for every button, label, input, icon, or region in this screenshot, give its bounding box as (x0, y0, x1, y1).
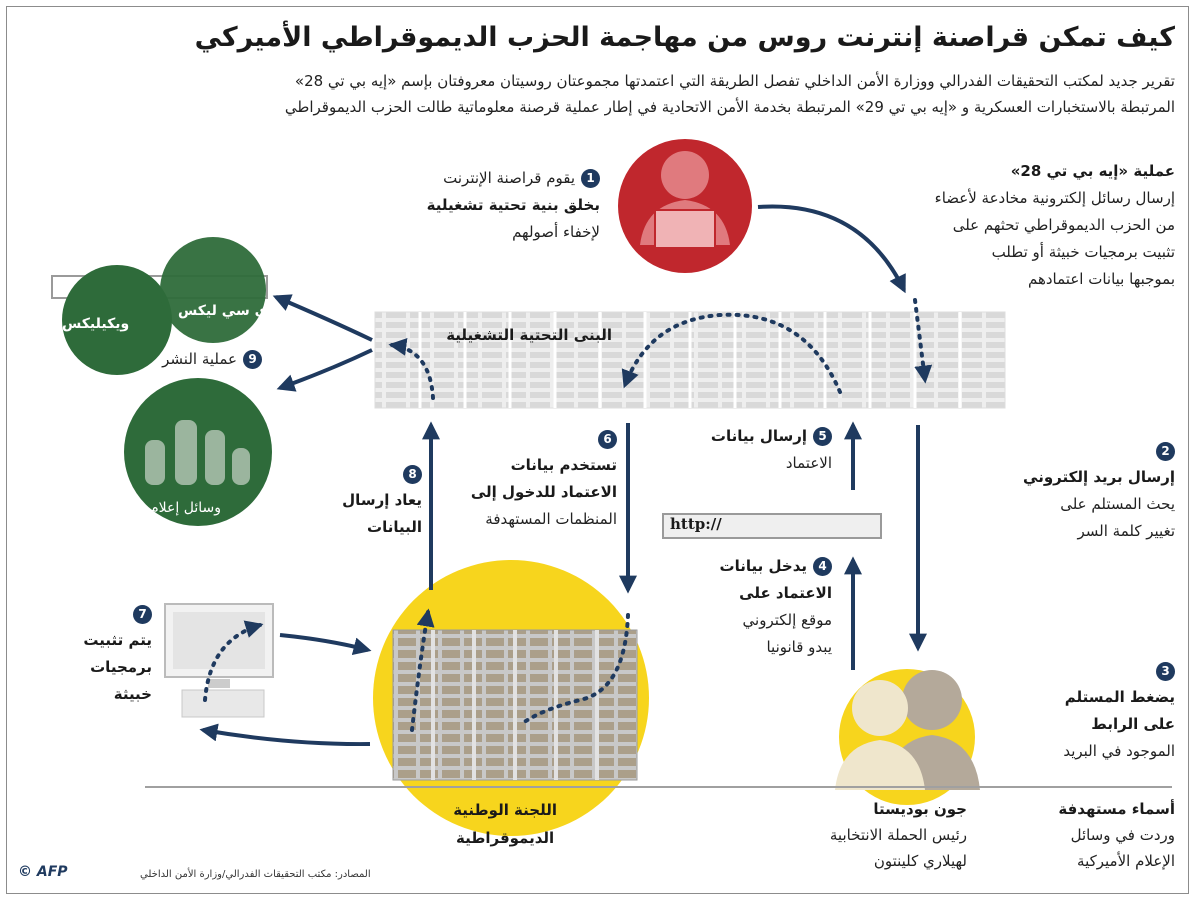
step-2-line: يحث المستلم على (1060, 495, 1175, 513)
step-3-line: الموجود في البريد (1063, 742, 1175, 760)
apt28-block: عملية «إيه بي تي 28» إرسال رسائل إلكترون… (935, 158, 1175, 293)
step-6-heading: تستخدم بيانات (510, 456, 617, 474)
infrastructure-servers (374, 311, 1006, 409)
targets-label: أسماء مستهدفة وردت في وسائل الإعلام الأم… (1058, 796, 1175, 874)
leak-sites-icon (51, 237, 268, 375)
step-number: 2 (1156, 442, 1175, 461)
step-number: 7 (133, 605, 152, 624)
step-7: 7 يتم تثبيت برمجيات خبيثة (83, 600, 152, 708)
step-4: 4يدخل بيانات الاعتماد على موقع إلكتروني … (720, 552, 832, 661)
dnc-label: اللجنة الوطنية الديموقراطية (453, 796, 557, 852)
step-number: 5 (813, 427, 832, 446)
page-title: كيف تمكن قراصنة إنترنت روس من مهاجمة الح… (194, 22, 1175, 53)
media-label: وسائل إعلام (150, 500, 221, 516)
step-1-line: لإخفاء أصولهم (512, 223, 600, 241)
apt28-line: تثبيت برمجيات خبيثة أو تطلب (991, 243, 1175, 261)
subtitle-line-1: تقرير جديد لمكتب التحقيقات الفدرالي ووزا… (294, 72, 1175, 90)
targets-line: الإعلام الأميركية (1077, 852, 1175, 870)
step-8-line: يعاد إرسال (342, 491, 422, 509)
step-number: 3 (1156, 662, 1175, 681)
dnc-label-line-2: الديموقراطية (456, 829, 555, 847)
hacker-icon (618, 139, 752, 273)
dotted-arrows (203, 298, 933, 732)
podesta-line: لهيلاري كلينتون (873, 852, 967, 870)
step-number: 9 (243, 350, 262, 369)
media-icon (124, 378, 272, 526)
apt28-line: إرسال رسائل إلكترونية مخادعة لأعضاء (934, 189, 1175, 207)
step-5-line: الاعتماد (785, 454, 832, 472)
step-4-heading: يدخل بيانات (719, 557, 807, 575)
step-4-line: يبدو قانونيا (766, 638, 832, 656)
step-7-line: يتم تثبيت (83, 631, 152, 649)
graphic-frame (6, 6, 1189, 894)
dnc-label-line-1: اللجنة الوطنية (453, 801, 557, 819)
step-9-label: عملية النشر (162, 350, 237, 368)
dcleaks-label: دي سي ليكس (178, 303, 275, 319)
computer-icon (164, 603, 274, 718)
step-number: 8 (403, 465, 422, 484)
podesta-icon (835, 669, 980, 805)
step-6: 6 تستخدم بيانات الاعتماد للدخول إلى المن… (471, 425, 617, 533)
step-number: 6 (598, 430, 617, 449)
podesta-label: جون بوديستا رئيس الحملة الانتخابية لهيلا… (830, 796, 967, 874)
step-5-heading: إرسال بيانات (710, 427, 807, 445)
url-text: http:// (670, 515, 722, 533)
step-9: 9 عملية النشر (162, 350, 262, 369)
url-bar (662, 513, 882, 539)
sources-text: المصادر: مكتب التحقيقات الفدرالي/وزارة ا… (140, 869, 371, 880)
step-8-line: البيانات (367, 518, 422, 536)
podesta-line: رئيس الحملة الانتخابية (829, 826, 967, 844)
step-7-line: خبيثة (113, 685, 152, 703)
targets-line: وردت في وسائل (1070, 826, 1175, 844)
step-6-heading-2: الاعتماد للدخول إلى (470, 483, 617, 501)
step-3: 3 يضغط المستلم على الرابط الموجود في الب… (1063, 657, 1175, 765)
step-3-heading: يضغط المستلم (1064, 688, 1175, 706)
step-1-line: بخلق بنية تحتية تشغيلية (426, 196, 600, 214)
step-4-line: موقع إلكتروني (742, 611, 832, 629)
dnc-icon (373, 560, 649, 836)
step-4-heading-2: الاعتماد على (739, 584, 832, 602)
step-2-line: تغيير كلمة السر (1077, 522, 1176, 540)
step-2: 2 إرسال بريد إلكتروني يحث المستلم على تغ… (1023, 437, 1175, 545)
step-1-line: يقوم قراصنة الإنترنت (443, 169, 575, 187)
apt28-heading: عملية «إيه بي تي 28» (1010, 162, 1175, 180)
flow-arrows (199, 204, 927, 747)
step-6-line: المنظمات المستهدفة (485, 510, 617, 528)
step-5: 5 إرسال بيانات الاعتماد (711, 422, 832, 477)
afp-logo: © AFP (18, 864, 68, 880)
step-8: 8 يعاد إرسال البيانات (342, 460, 422, 541)
step-number: 4 (813, 557, 832, 576)
step-2-heading: إرسال بريد إلكتروني (1023, 468, 1175, 486)
step-7-line: برمجيات (90, 658, 152, 676)
step-number: 1 (581, 169, 600, 188)
wikileaks-label: ويكيليكس (62, 316, 130, 332)
targets-heading: أسماء مستهدفة (1058, 800, 1175, 818)
apt28-line: بموجبها بيانات اعتمادهم (1027, 270, 1175, 288)
subtitle-line-2: المرتبطة بالاستخبارات العسكرية و «إيه بي… (284, 98, 1175, 116)
step-1: 1 يقوم قراصنة الإنترنت بخلق بنية تحتية تش… (427, 165, 600, 246)
step-3-heading-2: على الرابط (1091, 715, 1175, 733)
apt28-line: من الحزب الديموقراطي تحثهم على (952, 216, 1175, 234)
podesta-name: جون بوديستا (873, 800, 967, 818)
infrastructure-label: البنى التحتية التشغيلية (446, 326, 612, 344)
